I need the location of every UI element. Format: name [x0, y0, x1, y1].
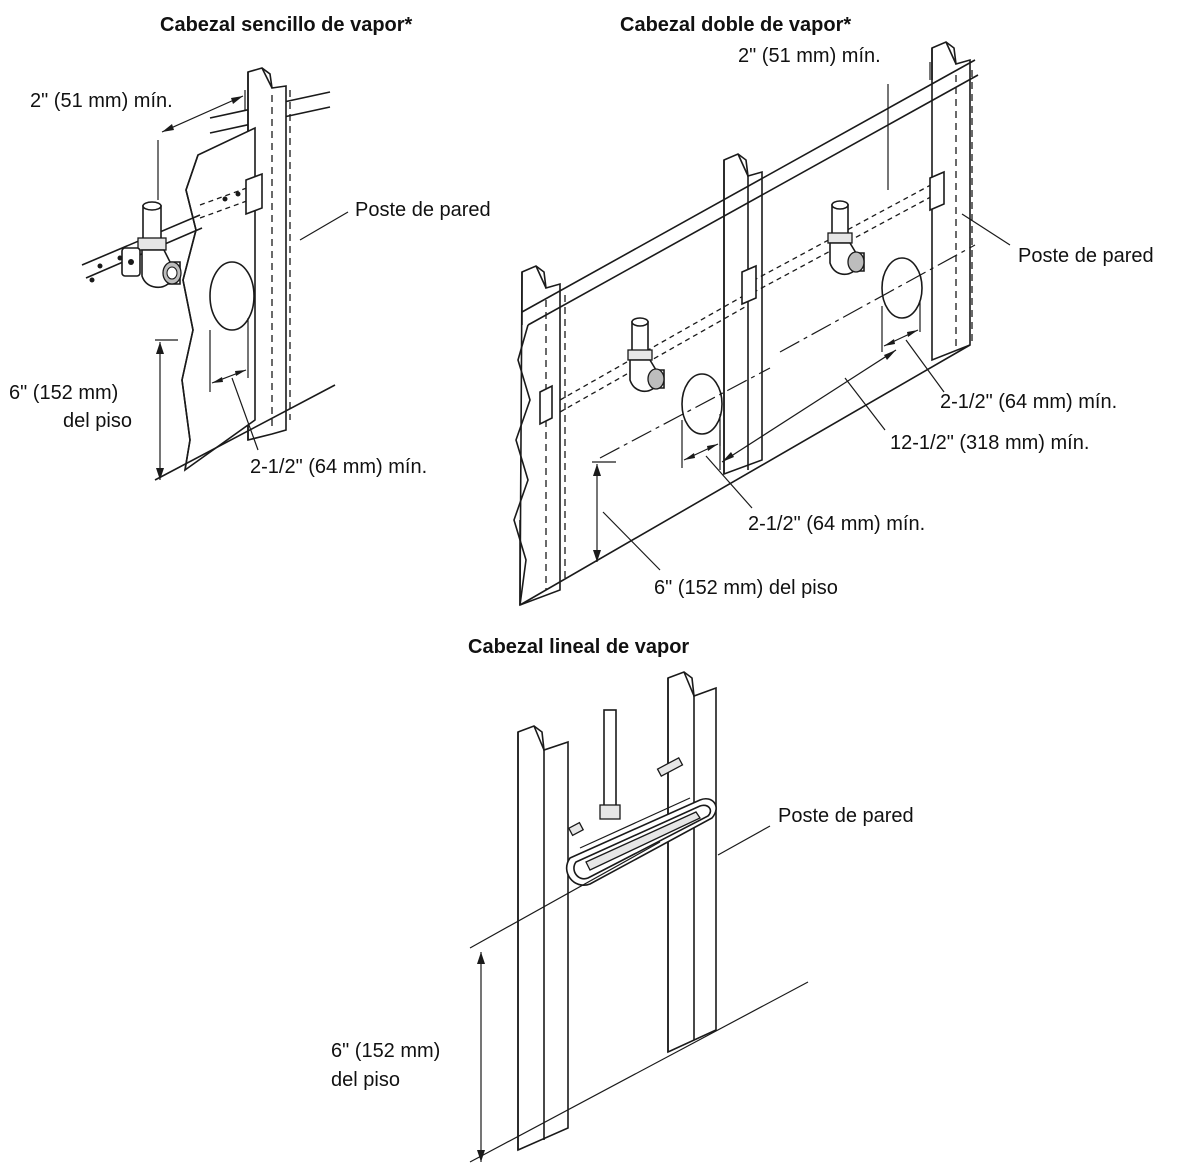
linear-head-diagram: Cabezal lineal de vapor: [331, 636, 914, 1163]
double-stud-label: Poste de pared: [1018, 245, 1154, 267]
stud-leader-linear: [717, 825, 771, 856]
right-stud: [931, 41, 973, 362]
double-right-hole-clearance-label: 2-1/2" (64 mm) mín.: [940, 391, 1117, 413]
middle-stud: [723, 153, 763, 476]
double-floor-height-label: 6" (152 mm) del piso: [654, 577, 838, 599]
left-stud-linear: [517, 725, 569, 1152]
floor-height-dimension-double: [592, 461, 661, 571]
left-valve: [627, 317, 665, 393]
double-spacing-label: 12-1/2" (318 mm) mín.: [890, 432, 1089, 454]
linear-floor-height-line1: 6" (152 mm): [331, 1040, 440, 1062]
wall-stud: [247, 67, 291, 442]
right-valve: [827, 200, 865, 276]
single-top-clearance-label: 2" (51 mm) mín.: [30, 90, 173, 112]
left-stud: [519, 265, 566, 607]
single-head-title: Cabezal sencillo de vapor*: [160, 14, 413, 36]
single-head-diagram: Cabezal sencillo de vapor*: [9, 14, 491, 481]
right-stud-linear: [667, 671, 717, 1054]
floor-height-dimension: [155, 339, 178, 480]
wall-board-edge: [513, 324, 531, 606]
top-clearance-dimension-double: [887, 62, 931, 190]
left-hole-clearance-dimension: [681, 414, 753, 509]
single-hole-clearance-label: 2-1/2" (64 mm) mín.: [250, 456, 427, 478]
stud-leader: [299, 211, 349, 241]
supply-pipe: [599, 709, 621, 820]
single-floor-height-line2: del piso: [63, 410, 132, 432]
floor-line: [154, 384, 336, 481]
double-head-diagram: Cabezal doble de vapor*: [513, 14, 1154, 607]
hole-clearance-dimension: [209, 318, 259, 451]
stud-leader-double: [961, 213, 1011, 246]
floor-height-dimension-linear: [469, 841, 809, 1163]
mounting-bracket: [199, 172, 263, 219]
linear-stud-label: Poste de pared: [778, 805, 914, 827]
linear-steam-head: [565, 756, 717, 886]
single-floor-height-line1: 6" (152 mm): [9, 382, 118, 404]
single-stud-label: Poste de pared: [355, 199, 491, 221]
pipe-hole: [209, 261, 255, 331]
double-top-clearance-label: 2" (51 mm) mín.: [738, 45, 881, 67]
double-head-title: Cabezal doble de vapor*: [620, 14, 851, 36]
right-hole-clearance-dimension: [881, 300, 945, 393]
right-pipe-hole: [881, 257, 923, 319]
steam-valve: [121, 201, 182, 289]
top-long-board: [521, 59, 979, 326]
double-left-hole-clearance-label: 2-1/2" (64 mm) mín.: [748, 513, 925, 535]
linear-floor-height-line2: del piso: [331, 1069, 400, 1091]
floor-line-double: [519, 344, 971, 606]
linear-head-title: Cabezal lineal de vapor: [468, 636, 689, 658]
top-clearance-dimension: [157, 90, 246, 200]
center-lines: [599, 244, 976, 459]
